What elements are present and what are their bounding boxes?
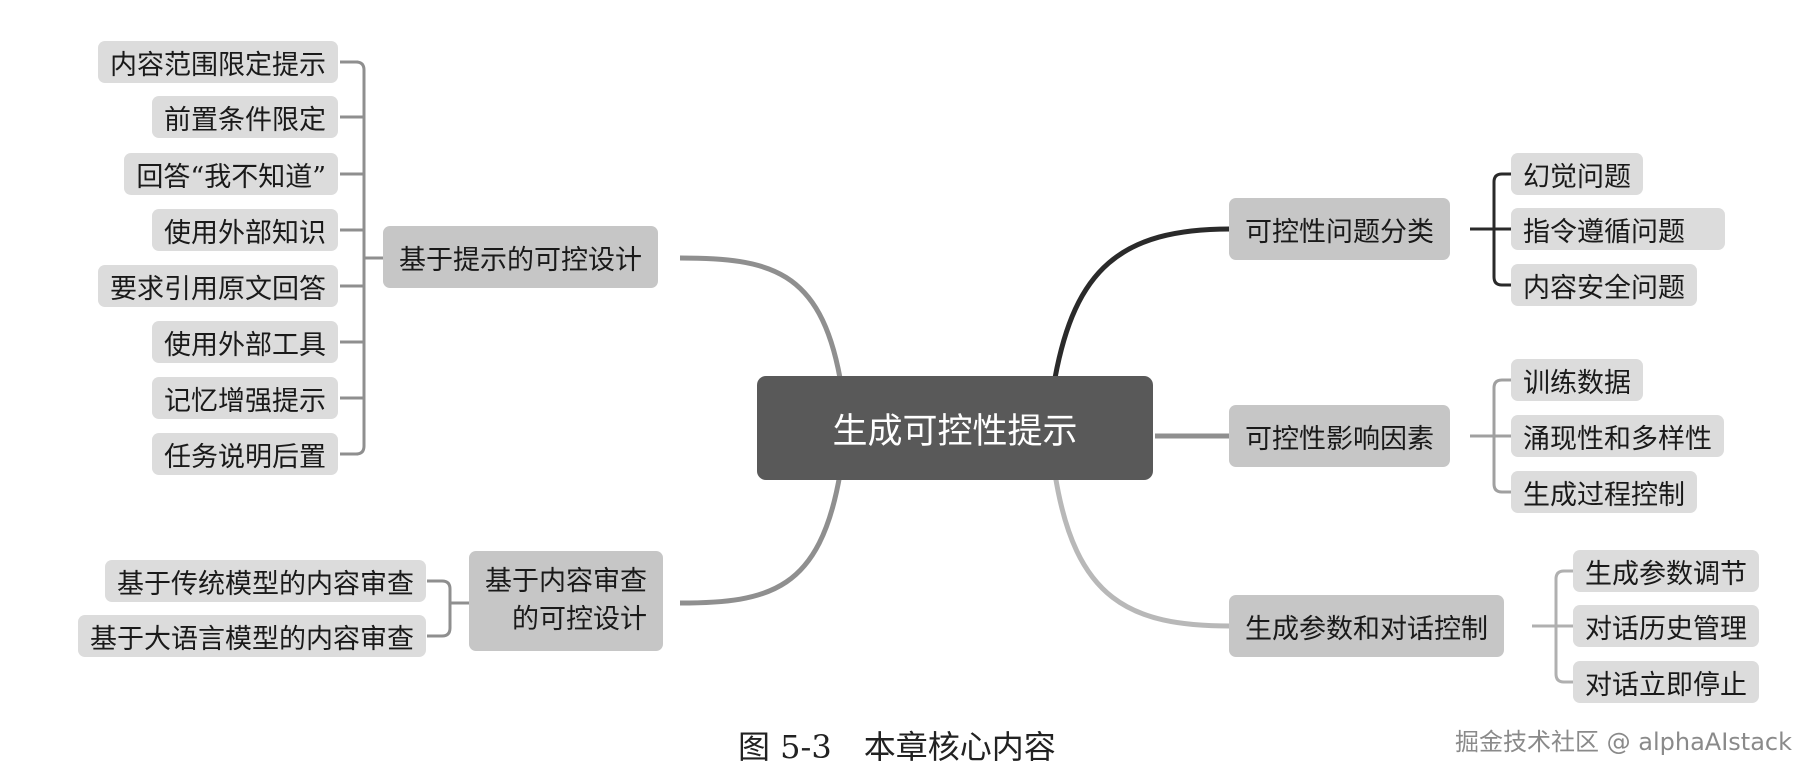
branch-content-review-line1: 基于内容审查	[485, 566, 647, 597]
leaf-content-scope-prompt: 内容范围限定提示	[98, 41, 338, 83]
connector-root-left-bottom	[679, 473, 843, 606]
leaf-dialog-immediate-stop: 对话立即停止	[1573, 661, 1759, 703]
leaf-use-external-knowledge: 使用外部知识	[152, 209, 338, 251]
connector-root-right-top	[1052, 226, 1231, 379]
leaf-precondition-limit: 前置条件限定	[152, 96, 338, 138]
root-node: 生成可控性提示	[757, 376, 1153, 480]
connector-root-right-bottom	[1052, 473, 1231, 629]
connector-root-left-top	[679, 255, 843, 379]
branch-controllability-factors: 可控性影响因素	[1229, 405, 1450, 467]
leaf-memory-augmented-prompt: 记忆增强提示	[152, 377, 338, 419]
branch-controllability-issues: 可控性问题分类	[1229, 198, 1450, 260]
leaf-cite-original-text: 要求引用原文回答	[98, 265, 338, 307]
leaf-hallucination: 幻觉问题	[1511, 153, 1643, 195]
leaf-dialog-history-management: 对话历史管理	[1573, 605, 1759, 647]
leaf-content-safety: 内容安全问题	[1511, 264, 1697, 306]
bracket-left-top	[355, 60, 384, 456]
leaf-llm-content-review: 基于大语言模型的内容审查	[78, 615, 426, 657]
leaf-answer-i-dont-know: 回答“我不知道”	[124, 153, 338, 195]
leaf-generation-param-tuning: 生成参数调节	[1573, 550, 1759, 592]
bracket-left-top-ticks	[340, 60, 364, 456]
leaf-task-instruction-postposed: 任务说明后置	[152, 433, 338, 475]
branch-prompt-controllable-design: 基于提示的可控设计	[383, 226, 658, 288]
bracket-right-top	[1470, 172, 1512, 287]
leaf-use-external-tools: 使用外部工具	[152, 321, 338, 363]
branch-generation-params-dialog: 生成参数和对话控制	[1229, 595, 1504, 657]
branch-content-review-line2: 的可控设计	[512, 604, 647, 635]
branch-content-review-design: 基于内容审查 的可控设计	[469, 551, 663, 651]
leaf-instruction-following: 指令遵循问题	[1511, 208, 1725, 250]
leaf-generation-process-control: 生成过程控制	[1511, 471, 1697, 513]
figure-caption: 图 5-3 本章核心内容	[738, 728, 1056, 766]
watermark: 掘金技术社区 @ alphaAIstack	[1455, 728, 1792, 756]
bracket-left-bottom	[427, 579, 470, 638]
bracket-right-bottom	[1532, 569, 1574, 684]
leaf-emergence-diversity: 涌现性和多样性	[1511, 415, 1724, 457]
bracket-right-mid	[1470, 378, 1512, 494]
leaf-training-data: 训练数据	[1511, 359, 1643, 401]
leaf-traditional-model-review: 基于传统模型的内容审查	[105, 560, 426, 602]
